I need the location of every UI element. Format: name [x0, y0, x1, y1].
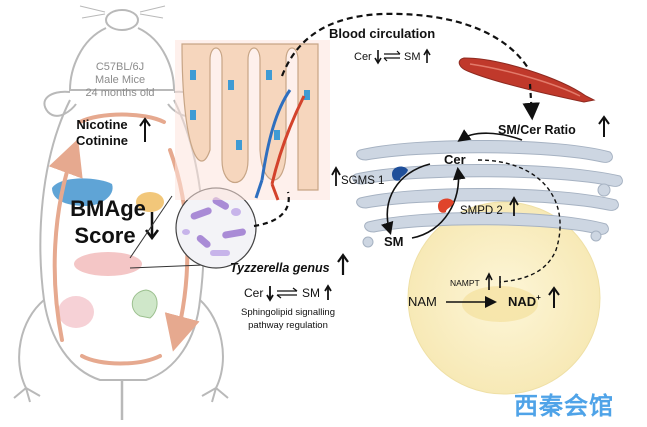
circulation-title: Blood circulation: [329, 26, 435, 41]
smpd2-label: SMPD 2: [460, 205, 503, 217]
up-arrow-icon: [548, 286, 560, 308]
golgi-cer-label: Cer: [444, 152, 466, 167]
equilibrium-arrows-icon: [383, 50, 401, 62]
dashed-pathway-nad: [477, 159, 561, 283]
sgms1-enzyme-icon: [392, 166, 408, 181]
marker-nicotine-label: Nicotine: [76, 117, 127, 132]
nampt-label: NAMPT: [450, 278, 480, 288]
mouse-organs: [52, 178, 164, 328]
cell-body: [407, 201, 601, 395]
equilibrium-arrows-icon: [276, 287, 298, 299]
sm-to-cer-arrow: [411, 166, 466, 239]
circulation-sm-label: SM: [404, 51, 421, 63]
intestinal-villi-illustration: [175, 40, 330, 201]
golgi-sm-label: SM: [384, 234, 404, 249]
mouse-sex-label: Male Mice: [95, 74, 145, 86]
pathway-label-line1: Sphingolipid signalling: [241, 307, 335, 318]
smpd2-enzyme-icon: [438, 198, 454, 213]
circulation-cer-label: Cer: [354, 51, 372, 63]
up-arrow-icon: [423, 48, 431, 63]
gut-cer-label: Cer: [244, 286, 263, 300]
sm-cer-ratio-label: SM/Cer Ratio: [498, 123, 576, 137]
down-arrow-icon: [374, 50, 382, 65]
bladder-icon: [131, 289, 158, 319]
up-arrow-icon: [509, 196, 519, 216]
bmage-score-line1: BMAge: [70, 196, 146, 221]
dashed-pathway-circulation: [280, 12, 529, 77]
up-arrow-icon: [337, 253, 349, 275]
dashed-pathway-gut: [253, 191, 290, 228]
up-arrow-icon: [324, 284, 332, 300]
golgi-apparatus: [352, 139, 623, 248]
up-arrow-icon: [331, 166, 341, 186]
marker-cotinine-label: Cotinine: [76, 133, 128, 148]
pathway-label-line2: pathway regulation: [248, 320, 328, 331]
mouse-age-label: 24 months old: [85, 87, 154, 99]
sgms1-label: SGMS 1: [341, 175, 384, 187]
ratio-to-golgi-arrow: [457, 129, 523, 142]
bmage-score-line2: Score: [74, 223, 135, 248]
muscle-icon: [458, 57, 596, 103]
up-arrow-icon: [598, 115, 610, 137]
gut-sm-label: SM: [302, 286, 320, 300]
down-arrow-icon: [145, 212, 159, 241]
intestine-icon: [58, 296, 94, 328]
intestine-icon: [74, 252, 142, 276]
up-arrow-icon: [485, 272, 493, 290]
stomach-icon: [136, 192, 164, 212]
watermark-logo: 西秦会馆: [514, 392, 614, 420]
nam-label: NAM: [408, 294, 437, 309]
tyzzerella-genus-label: Tyzzerella genus: [230, 261, 330, 275]
liver-icon: [52, 178, 113, 206]
up-arrow-icon: [139, 117, 151, 142]
mouse-strain-label: C57BL/6J: [96, 61, 144, 73]
down-arrow-icon: [266, 286, 274, 302]
bacteria-zoom-circle: [175, 187, 257, 269]
nad-label: NAD+: [508, 293, 541, 309]
cer-to-sm-arrow: [381, 163, 431, 236]
